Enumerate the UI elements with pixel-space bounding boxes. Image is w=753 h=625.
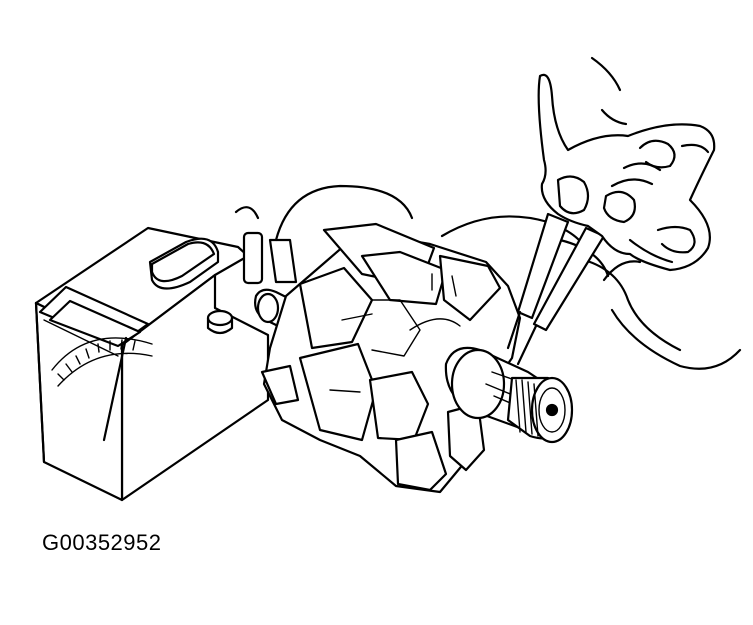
figure-id-label: G00352952 — [42, 530, 162, 555]
ohmmeter — [34, 206, 298, 502]
alternator-rotor — [254, 222, 574, 494]
probes-and-hand — [506, 56, 716, 366]
